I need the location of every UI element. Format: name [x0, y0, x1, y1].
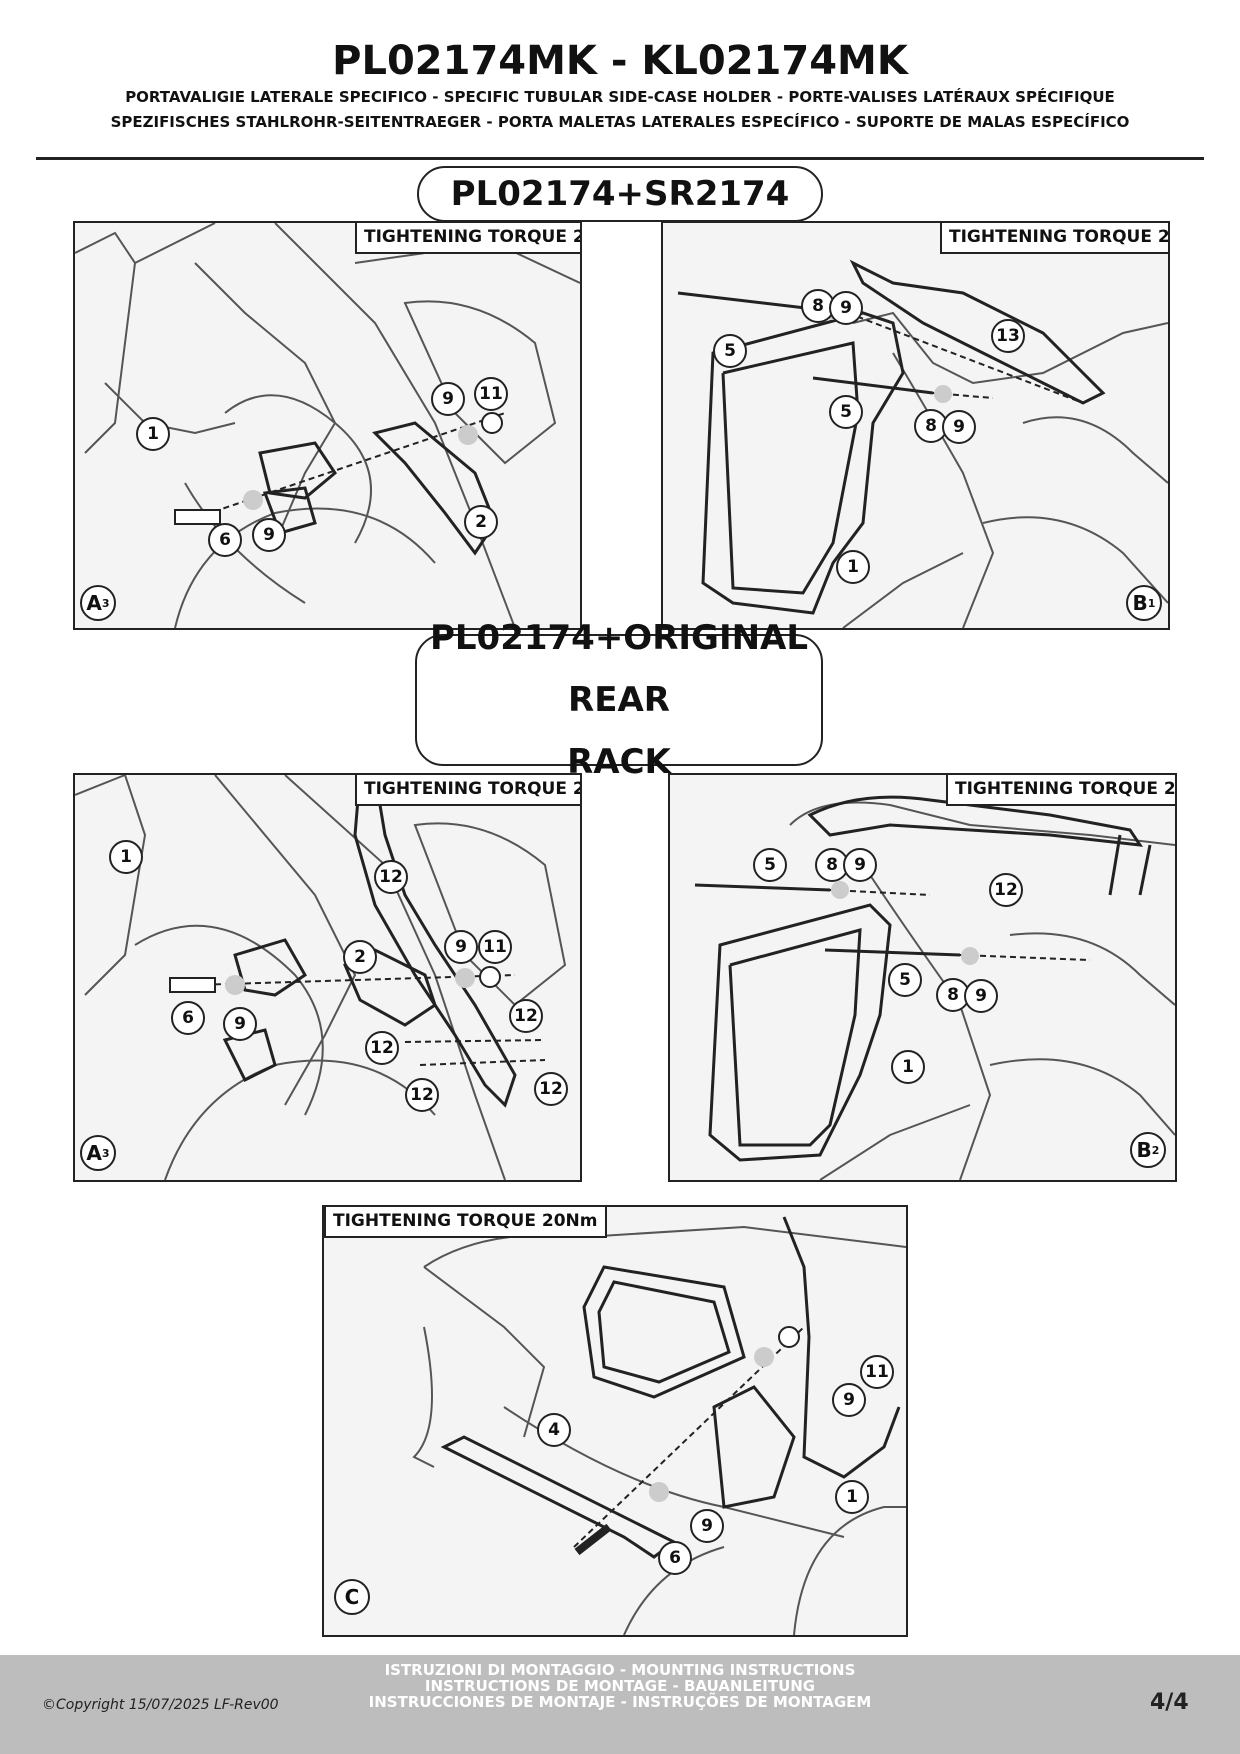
motorcycle-rear-right-illustration: [677, 259, 1168, 628]
callout-9b: 9: [223, 1007, 257, 1041]
motorcycle-rear-right-illustration: [694, 795, 1175, 1180]
callout-2: 2: [464, 505, 498, 539]
torque-label: TIGHTENING TORQUE 20Nm: [946, 775, 1175, 806]
torque-label: TIGHTENING TORQUE 20Nm: [355, 775, 580, 806]
callout-12: 12: [989, 873, 1023, 907]
callout-1: 1: [835, 1480, 869, 1514]
diagram-panel-a3-sr: TIGHTENING TORQUE 20Nm 1 6 9 2 9 11 A3: [73, 221, 582, 630]
section-label-line-1: PL02174+ORIGINAL REAR: [429, 618, 809, 720]
footer-line-2: INSTRUCTIONS DE MONTAGE - BAUANLEITUNG: [424, 1677, 816, 1695]
subtitle-line-2: SPEZIFISCHES STAHLROHR-SEITENTRAEGER - P…: [110, 113, 1130, 131]
callout-5b: 5: [888, 963, 922, 997]
callout-11: 11: [860, 1355, 894, 1389]
callout-9b: 9: [690, 1509, 724, 1543]
section-label-original-rack: PL02174+ORIGINAL REAR RACK: [415, 618, 823, 782]
callout-9: 9: [829, 291, 863, 325]
footer-line-3: INSTRUCCIONES DE MONTAJE - INSTRUÇÕES DE…: [368, 1693, 872, 1711]
diagram-panel-b2-rack: TIGHTENING TORQUE 20Nm 5 8 9 12 5 8 9 1 …: [668, 773, 1177, 1182]
callout-12b: 12: [509, 999, 543, 1033]
callout-9b: 9: [431, 382, 465, 416]
callout-9: 9: [252, 518, 286, 552]
torque-label: TIGHTENING TORQUE 20Nm: [324, 1207, 607, 1238]
callout-11: 11: [474, 377, 508, 411]
callout-9b: 9: [964, 979, 998, 1013]
copyright-text: ©Copyright 15/07/2025 LF-Rev00: [42, 1697, 279, 1713]
motorcycle-rear-left-illustration: [75, 223, 580, 628]
motorcycle-rear-illustration: [412, 1216, 906, 1635]
callout-12d: 12: [405, 1078, 439, 1112]
motorcycle-rear-left-illustration: [75, 775, 567, 1180]
section-label-sr2174: PL02174+SR2174: [417, 166, 823, 222]
callout-9: 9: [843, 848, 877, 882]
callout-12: 12: [374, 860, 408, 894]
callout-13: 13: [991, 319, 1025, 353]
callout-6: 6: [658, 1541, 692, 1575]
callout-1: 1: [136, 417, 170, 451]
callout-9: 9: [444, 930, 478, 964]
torque-label: TIGHTENING TORQUE 20Nm: [940, 223, 1168, 254]
subtitle-line-1: PORTAVALIGIE LATERALE SPECIFICO - SPECIF…: [125, 88, 1115, 106]
document-title: PL02174MK - KL02174MK: [332, 38, 908, 84]
header-divider: [36, 157, 1204, 160]
callout-9: 9: [832, 1383, 866, 1417]
diagram-panel-a3-rack: TIGHTENING TORQUE 20Nm 1 12 2 9 11 6 9 1…: [73, 773, 582, 1182]
callout-1: 1: [109, 840, 143, 874]
view-corner-label: C: [334, 1579, 370, 1615]
callout-6: 6: [171, 1001, 205, 1035]
callout-12e: 12: [534, 1072, 568, 1106]
diagram-panel-c: TIGHTENING TORQUE 20Nm 11 9 4 1 9 6 C: [322, 1205, 908, 1637]
callout-6: 6: [208, 523, 242, 557]
callout-2: 2: [343, 940, 377, 974]
callout-11: 11: [478, 930, 512, 964]
section-label-line-2: RACK: [567, 742, 671, 782]
page-number: 4/4: [1150, 1690, 1189, 1715]
callout-9b: 9: [942, 410, 976, 444]
callout-4: 4: [537, 1413, 571, 1447]
callout-5b: 5: [829, 395, 863, 429]
diagram-panel-b1-sr: TIGHTENING TORQUE 20Nm 8 9 13 5 5 8 9 1 …: [661, 221, 1170, 630]
callout-12c: 12: [365, 1031, 399, 1065]
callout-5: 5: [713, 334, 747, 368]
callout-5: 5: [753, 848, 787, 882]
torque-label: TIGHTENING TORQUE 20Nm: [355, 223, 580, 254]
callout-1: 1: [836, 550, 870, 584]
footer-band: [0, 1655, 1240, 1754]
footer-line-1: ISTRUZIONI DI MONTAGGIO - MOUNTING INSTR…: [384, 1661, 856, 1679]
callout-1: 1: [891, 1050, 925, 1084]
